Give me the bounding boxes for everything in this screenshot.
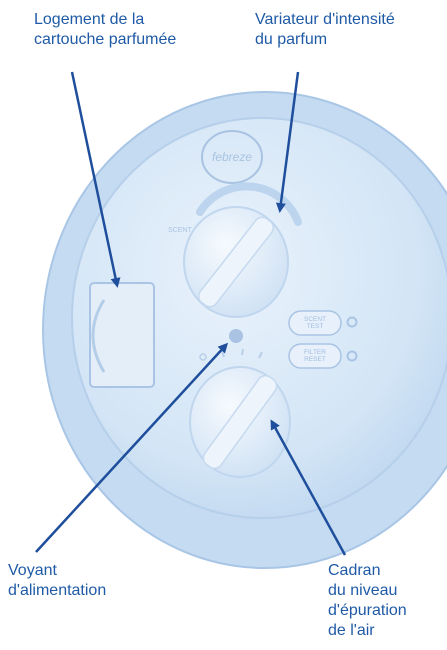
scent-test-indicator — [346, 316, 358, 328]
scent-test-button[interactable] — [288, 310, 342, 336]
power-indicator-light — [229, 329, 243, 343]
cartridge-slot-grip — [91, 299, 106, 373]
arrow-to-power-light — [35, 342, 229, 553]
scent-intensity-arc — [196, 182, 302, 226]
scent-knob-grip — [197, 216, 275, 308]
label-cartridge-slot: Logement de la cartouche parfumée — [34, 11, 177, 48]
purification-knob-grip — [202, 374, 278, 470]
arrow-to-cartridge-slot — [70, 71, 121, 288]
level-mark-2 — [241, 348, 244, 356]
filter-reset-button[interactable] — [288, 343, 342, 369]
label-purification-dial: Cadran du niveau d'épuration de l'air — [328, 562, 407, 639]
level-mark-off — [199, 353, 207, 361]
label-scent-intensity-dial: Variateur d'intensité du parfum — [255, 11, 395, 48]
arrow-to-scent-dial — [275, 71, 300, 213]
arrow-to-purification-dial — [270, 419, 347, 556]
device-face — [71, 117, 447, 519]
label-power-indicator: Voyant d'alimentation — [8, 562, 107, 599]
filter-reset-indicator — [346, 350, 358, 362]
febreze-logo — [201, 130, 263, 184]
scent-marking: SCENT — [168, 227, 192, 234]
cartridge-slot[interactable] — [89, 282, 155, 388]
level-mark-3 — [258, 351, 263, 359]
brand-text: febreze — [212, 150, 252, 164]
